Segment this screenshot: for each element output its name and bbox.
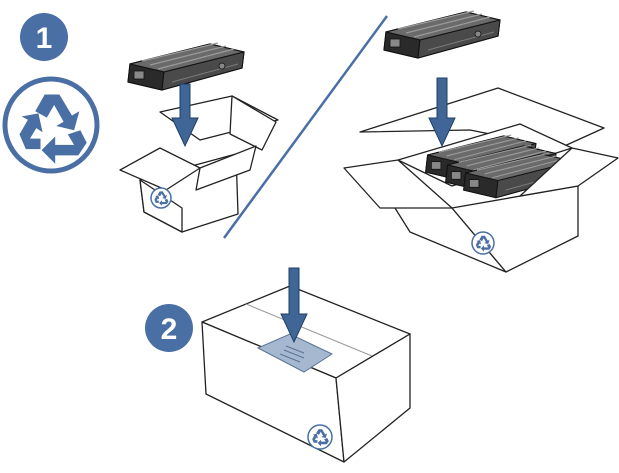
recycle-icon	[471, 231, 495, 255]
divider-line	[222, 15, 389, 239]
step-1-badge: 1	[20, 13, 68, 61]
down-arrow	[280, 267, 308, 344]
down-arrow	[428, 77, 456, 148]
toner-cartridge-icon	[127, 42, 245, 91]
recycle-icon	[307, 424, 333, 450]
step-2-number: 2	[161, 313, 178, 346]
down-arrow	[171, 83, 199, 148]
multi-cartridge-box-scene	[343, 87, 619, 273]
toner-cartridge-icon	[383, 10, 501, 59]
recycle-icon	[2, 76, 100, 174]
single-cartridge-box-scene	[119, 95, 279, 233]
shipping-label-icon	[256, 333, 334, 373]
sealed-shipping-box	[201, 285, 411, 463]
step-2-badge: 2	[145, 304, 193, 352]
recycle-icon	[150, 187, 172, 209]
step-1-number: 1	[36, 22, 53, 55]
